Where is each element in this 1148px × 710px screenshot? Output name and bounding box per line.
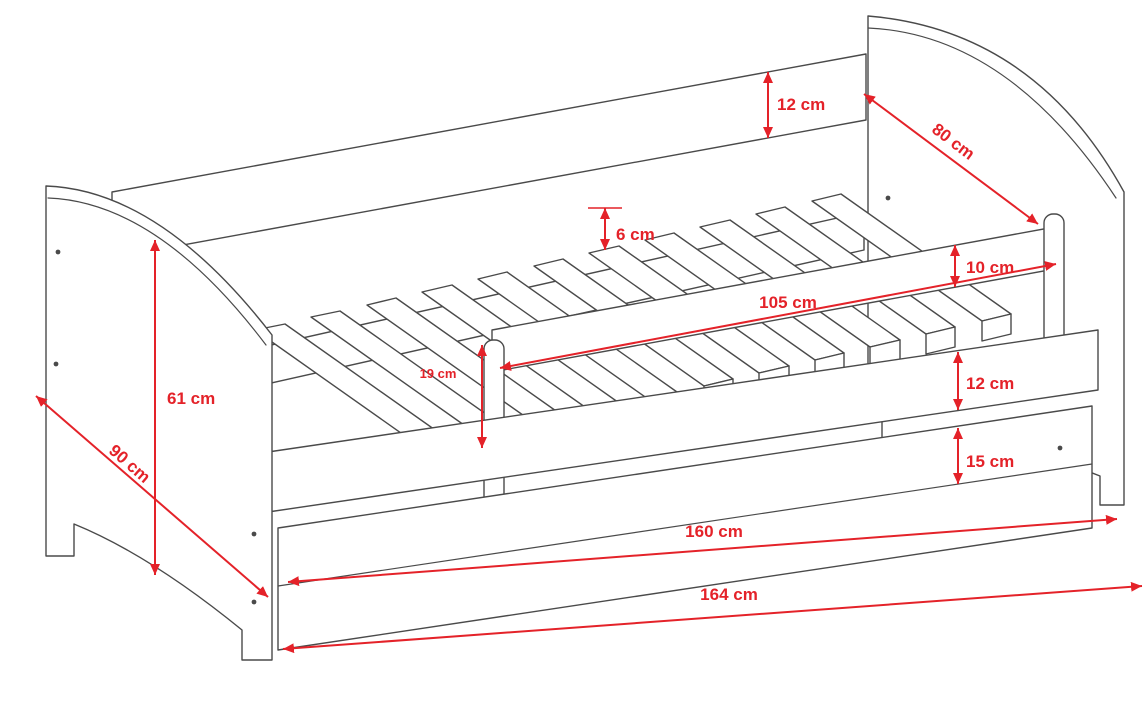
dimension-label-top-rail-height: 12 cm bbox=[777, 95, 825, 114]
dimension-outer-length: 164 cm bbox=[282, 581, 1143, 654]
left-footboard bbox=[45, 185, 273, 661]
dimension-inner-length: 160 cm bbox=[287, 514, 1118, 587]
dimension-label-side-rail-height: 12 cm bbox=[966, 374, 1014, 393]
dimension-label-barrier-length: 105 cm bbox=[759, 293, 817, 312]
dimension-post-height: 19 cm bbox=[420, 345, 487, 448]
back-rail bbox=[111, 53, 867, 259]
dimension-label-footboard-height: 61 cm bbox=[167, 389, 215, 408]
dimension-label-inner-length: 160 cm bbox=[685, 522, 743, 541]
dimension-label-slat-thickness: 6 cm bbox=[616, 225, 655, 244]
dimension-label-post-height: 19 cm bbox=[420, 366, 457, 381]
dimension-label-drawer-front-height: 15 cm bbox=[966, 452, 1014, 471]
dimension-label-outer-length: 164 cm bbox=[700, 585, 758, 604]
dimension-slat-thickness: 6 cm bbox=[588, 207, 655, 250]
dimension-barrier-length: 105 cm bbox=[499, 261, 1057, 371]
dimension-side-rail-height: 12 cm bbox=[953, 352, 1014, 410]
dimension-top-rail-height: 12 cm bbox=[763, 72, 825, 138]
dimension-drawer-front-height: 15 cm bbox=[953, 428, 1014, 484]
